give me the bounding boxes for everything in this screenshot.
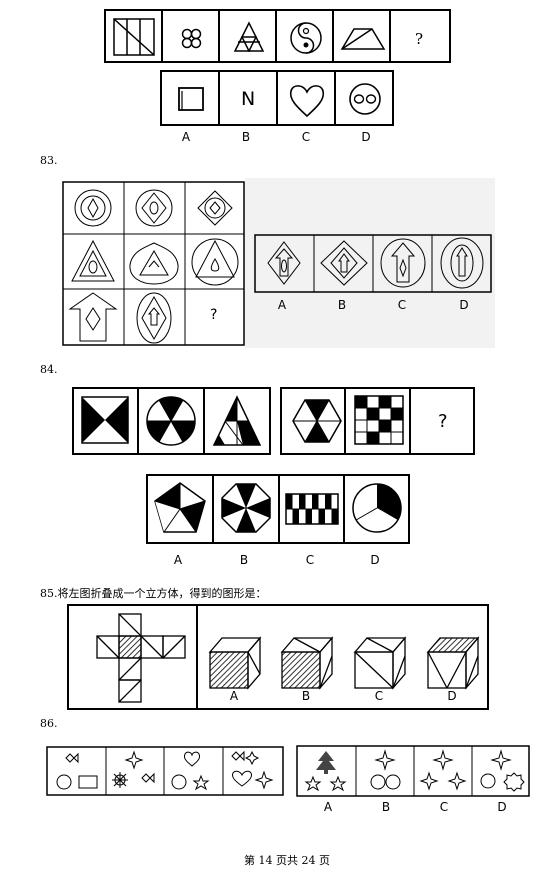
option-label-b: B — [337, 298, 347, 312]
q82-figure-3 — [218, 9, 277, 63]
option-label-d: D — [361, 130, 371, 144]
option-label-a: A — [277, 298, 287, 312]
q84-number: 84. — [40, 363, 58, 376]
four-circles-icon — [181, 28, 202, 49]
option-label-a: A — [323, 800, 333, 814]
q84-options-figure — [146, 474, 410, 544]
circle-two-dots-icon — [349, 83, 381, 115]
q82-figure-unknown: ? — [389, 9, 451, 63]
option-label-a: A — [181, 130, 191, 144]
q82-figure-5 — [332, 9, 391, 63]
option-label-d: D — [497, 800, 507, 814]
q83-grid-figure — [62, 181, 245, 346]
question-mark: ? — [210, 307, 218, 323]
q82-option-a — [160, 70, 220, 126]
option-label-c: C — [301, 130, 311, 144]
option-label-c: C — [374, 689, 384, 703]
question-mark: ? — [438, 411, 448, 432]
q82-option-d — [334, 70, 394, 126]
option-label-c: C — [439, 800, 449, 814]
option-label-b: B — [241, 130, 251, 144]
option-label-b: B — [301, 689, 311, 703]
q86-sequence-figure — [46, 746, 284, 796]
triangles-icon — [233, 21, 265, 52]
q83-number: 83. — [40, 154, 58, 167]
heart-icon — [289, 85, 325, 118]
q86-options-figure — [296, 745, 530, 797]
q82-option-c — [276, 70, 336, 126]
q86-number: 86. — [40, 717, 58, 730]
option-label-d: D — [447, 689, 457, 703]
option-label-a: A — [173, 553, 183, 567]
q82-figure-4 — [275, 9, 334, 63]
letter-n: N — [241, 88, 256, 110]
question-mark: ? — [415, 30, 424, 48]
q85-net-and-cubes — [67, 604, 489, 710]
trapezoid-icon — [340, 28, 386, 50]
q82-option-b: N — [218, 70, 278, 126]
q83-options-figure — [254, 234, 492, 293]
q82-figure-2 — [161, 9, 220, 63]
page-footer: 第 14 页共 24 页 — [244, 854, 330, 867]
option-label-c: C — [305, 553, 315, 567]
option-label-d: D — [370, 553, 380, 567]
q85-prompt: 85.将左图折叠成一个立方体，得到的图形是： — [40, 587, 267, 600]
option-label-d: D — [459, 298, 469, 312]
square-icon — [178, 87, 204, 111]
option-label-c: C — [397, 298, 407, 312]
yin-yang-icon — [290, 22, 322, 54]
q82-figure-1 — [104, 9, 163, 63]
grid-slash-icon — [113, 18, 155, 56]
q84-sequence-figure — [72, 387, 475, 455]
option-label-a: A — [229, 689, 239, 703]
option-label-b: B — [381, 800, 391, 814]
option-label-b: B — [239, 553, 249, 567]
